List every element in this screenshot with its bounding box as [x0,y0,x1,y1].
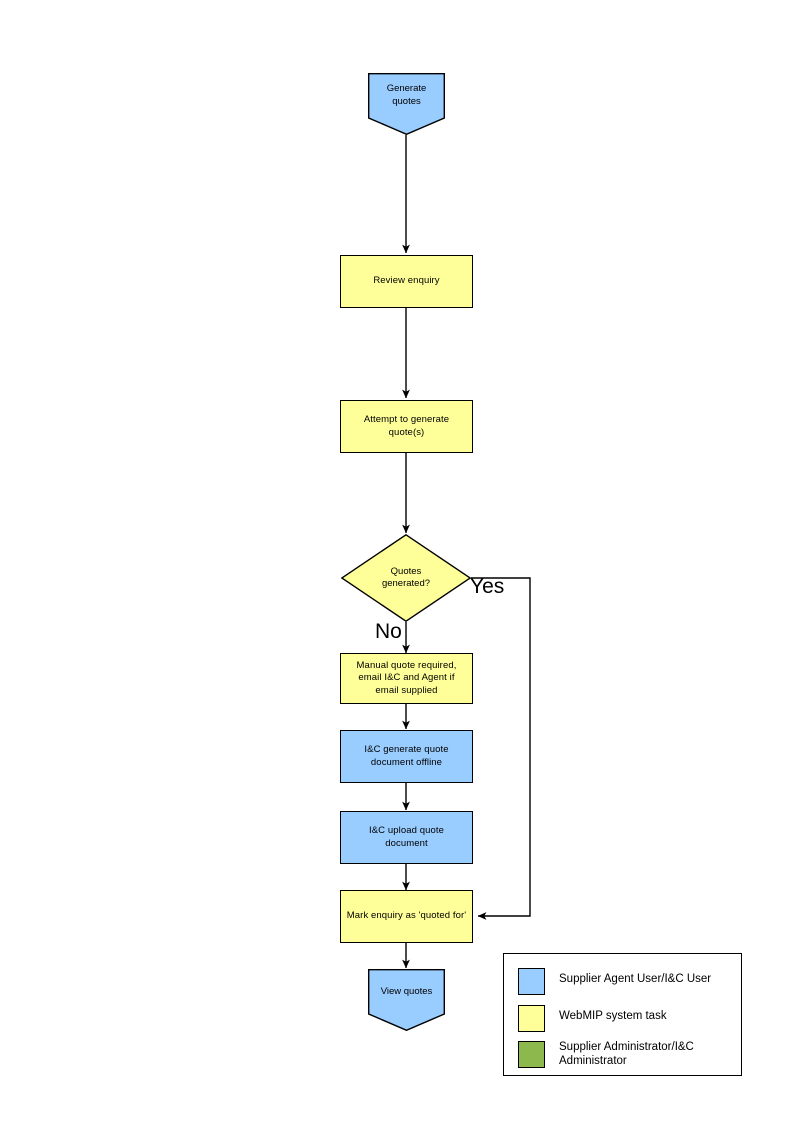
node-label: I&C upload quote document [368,825,445,849]
legend-panel: Supplier Agent User/I&C User WebMIP syst… [503,953,742,1076]
legend-label: Supplier Administrator/I&C Administrator [559,1041,694,1067]
edge-label-no: No [375,620,402,643]
node-review-enquiry[interactable]: Review enquiry [340,255,473,308]
node-attempt-to-generate-quotes[interactable]: Attempt to generate quote(s) [340,400,473,453]
node-label: Review enquiry [373,275,440,287]
node-label: Manual quote required, email I&C and Age… [356,659,457,696]
node-ic-generate-quote-document-offline[interactable]: I&C generate quote document offline [340,730,473,783]
node-label: View quotes [380,985,433,997]
legend-swatch-green [518,1041,545,1068]
legend-item-webmip-system-task: WebMIP system task [518,1005,667,1032]
node-label: I&C generate quote document offline [364,744,449,768]
node-mark-enquiry-quoted-for[interactable]: Mark enquiry as 'quoted for' [340,890,473,943]
node-quotes-generated-decision[interactable]: Quotes generated? [341,534,471,622]
diamond-shape [341,534,471,622]
legend-item-supplier-administrator: Supplier Administrator/I&C Administrator [518,1041,694,1068]
node-view-quotes[interactable]: View quotes [368,969,445,1031]
pentagon-shape [368,969,445,1031]
node-generate-quotes[interactable]: Generate quotes [368,73,445,135]
legend-label: Supplier Agent User/I&C User [559,973,712,985]
node-label: Mark enquiry as 'quoted for' [346,910,467,922]
edge-label-yes: Yes [470,575,505,598]
legend-label: WebMIP system task [559,1010,667,1022]
node-label: Quotes generated? [381,565,431,590]
edge-decision-yes-to-mark-enquiry [471,577,531,920]
node-manual-quote-required[interactable]: Manual quote required, email I&C and Age… [340,653,473,704]
legend-swatch-yellow [518,1005,545,1032]
legend-swatch-blue [518,968,545,995]
legend-item-supplier-agent-user: Supplier Agent User/I&C User [518,968,711,995]
node-label: Generate quotes [386,83,427,107]
pentagon-shape [368,73,445,135]
node-label: Attempt to generate quote(s) [363,414,450,438]
node-ic-upload-quote-document[interactable]: I&C upload quote document [340,811,473,864]
